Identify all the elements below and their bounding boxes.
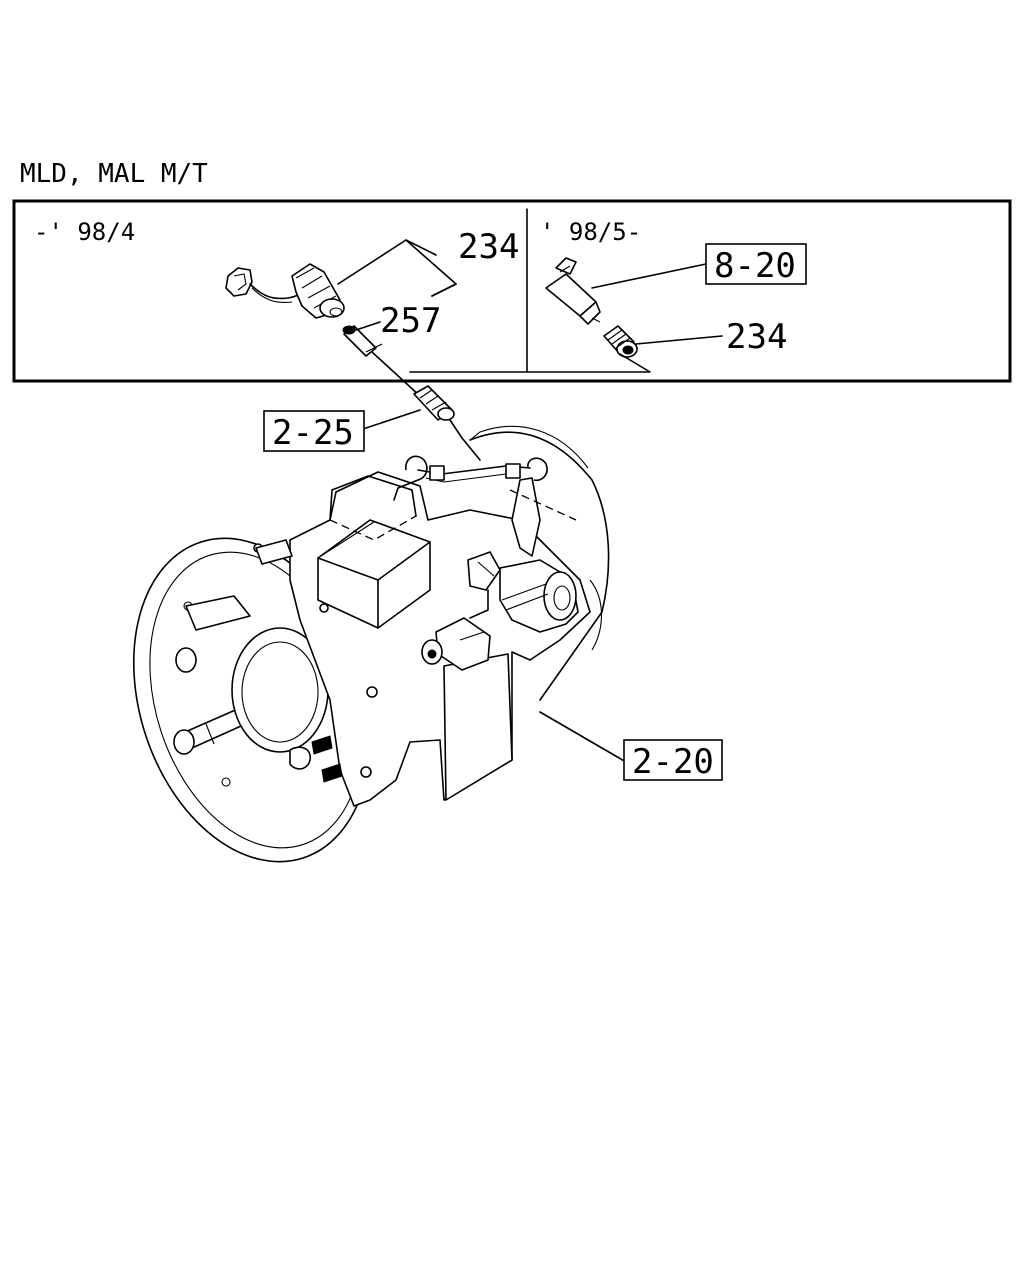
right-panel-range: ' 98/5-: [540, 218, 641, 246]
transmission-sensor-icon: [413, 385, 463, 439]
switch-connector-icon: [225, 267, 307, 304]
callout-234-right: 234: [726, 317, 787, 357]
callout-234-left-leader: [337, 239, 457, 297]
left-panel: -' 98/4 234 257: [34, 218, 519, 357]
neutral-switch-icon: [291, 263, 345, 319]
callout-8-20: 8-20: [714, 246, 796, 286]
callout-8-20-leader: [591, 263, 707, 289]
inset-panel-frame: [12, 199, 1012, 383]
adapter-pointer-line: [371, 351, 421, 397]
callout-8-20-box: [705, 243, 807, 285]
callout-2-20: 2-20: [632, 742, 714, 782]
callout-234-right-leader: [635, 335, 723, 345]
right-switch-pointer: [409, 353, 651, 373]
neutral-switch-right-icon: [603, 325, 638, 358]
callout-2-20-leader: [539, 711, 627, 763]
callout-2-25-box: [263, 410, 365, 452]
callout-2-25: 2-25: [272, 413, 354, 453]
callout-234-left: 234: [458, 227, 519, 267]
diagram-title: MLD, MAL M/T: [20, 159, 208, 189]
transmission-assembly-icon: [132, 425, 610, 863]
callout-2-25-leader: [359, 409, 421, 431]
left-panel-range: -' 98/4: [34, 218, 135, 246]
callout-257-leader: [355, 321, 381, 331]
right-panel: ' 98/5- 8-20 234: [409, 218, 807, 373]
callout-257: 257: [380, 301, 441, 341]
speed-sensor-icon: [545, 257, 601, 325]
adapter-pin-icon: [342, 325, 383, 357]
callout-2-20-box: [623, 739, 723, 781]
